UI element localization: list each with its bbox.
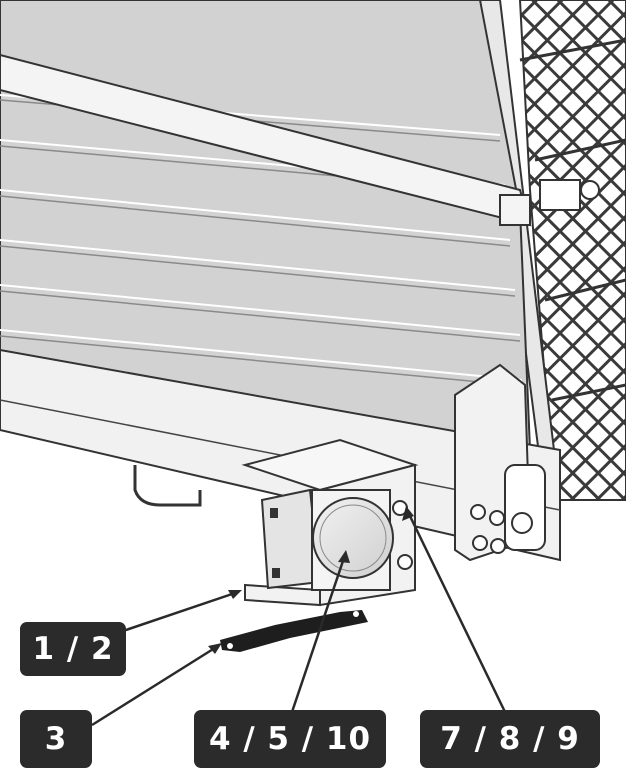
leader-line-7-8-9 xyxy=(406,511,507,713)
leader-line-1-2 xyxy=(119,590,239,634)
mounting-plate xyxy=(220,610,368,652)
callout-part-7-8-9: 7 / 8 / 9 xyxy=(420,710,600,768)
gate-latch xyxy=(454,179,600,562)
tie-down-hook xyxy=(133,465,202,507)
leader-arrowheads xyxy=(208,506,414,654)
leader-line-3 xyxy=(91,644,219,727)
callout-part-4-5-10: 4 / 5 / 10 xyxy=(194,710,386,768)
lamp-unit xyxy=(260,488,394,591)
callout-part-1-2: 1 / 2 xyxy=(20,622,126,676)
leader-lines xyxy=(91,511,507,727)
callout-part-3: 3 xyxy=(20,710,92,768)
leader-line-4-5-10 xyxy=(290,554,347,713)
